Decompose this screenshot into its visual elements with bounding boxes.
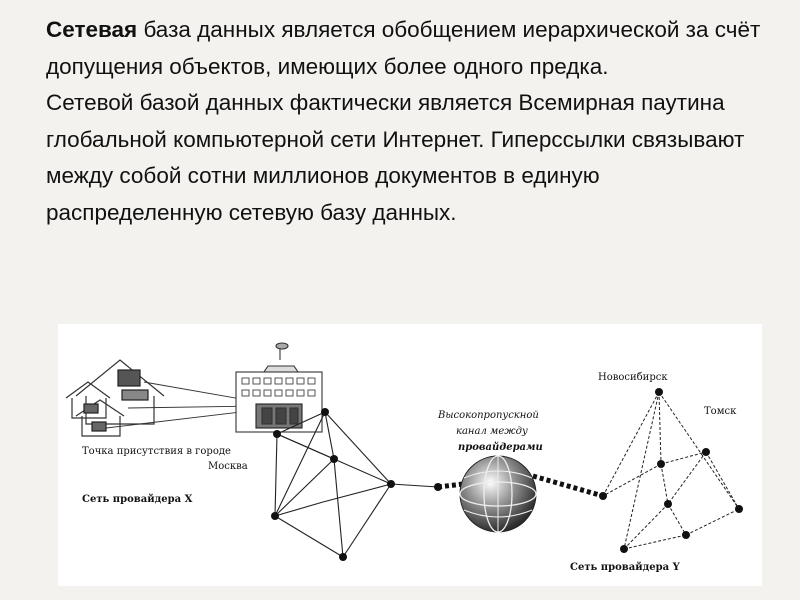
network-y-nodes <box>599 388 743 553</box>
channel-label-line2: канал между <box>456 426 528 437</box>
houses-icon <box>65 359 165 437</box>
network-x-node <box>387 480 395 488</box>
network-x-links <box>274 411 439 558</box>
building-icon <box>235 342 323 433</box>
channel-label-line1: Высокопропускной <box>437 410 539 421</box>
channel-label-line3: провайдерами <box>458 442 543 453</box>
backbone-channel <box>437 473 604 499</box>
network-y-node <box>599 492 607 500</box>
network-y-node <box>735 505 743 513</box>
network-y-node <box>682 531 690 539</box>
city-label-novosibirsk: Новосибирск <box>598 372 668 383</box>
network-y-node <box>655 388 663 396</box>
network-y-node <box>620 545 628 553</box>
pop-label-line2: Москва <box>208 461 248 472</box>
network-diagram: Точка присутствия в городе Москва Сеть п… <box>58 324 762 586</box>
network-x-node <box>330 455 338 463</box>
web-example-text: Сетевой базой данных фактически является… <box>46 90 745 225</box>
globe-icon <box>459 455 537 533</box>
city-label-tomsk: Томск <box>704 406 737 417</box>
network-x-node <box>271 512 279 520</box>
network-y-node <box>702 448 710 456</box>
pop-label-line1: Точка присутствия в городе <box>82 446 231 457</box>
network-x-nodes <box>271 408 442 561</box>
network-x-label: Сеть провайдера X <box>82 494 193 505</box>
access-lines <box>105 381 259 429</box>
network-y-label: Сеть провайдера Y <box>570 562 681 573</box>
term-network-db: Сетевая <box>46 17 138 42</box>
network-y-links <box>602 391 740 550</box>
network-y-node <box>664 500 672 508</box>
network-x-node <box>321 408 329 416</box>
network-x-node <box>273 430 281 438</box>
body-text: Сетевая база данных является обобщением … <box>46 12 776 232</box>
network-y-node <box>657 460 665 468</box>
definition-text: база данных является обобщением иерархич… <box>46 17 761 79</box>
network-x-node <box>339 553 347 561</box>
network-diagram-svg: Точка присутствия в городе Москва Сеть п… <box>65 342 743 573</box>
